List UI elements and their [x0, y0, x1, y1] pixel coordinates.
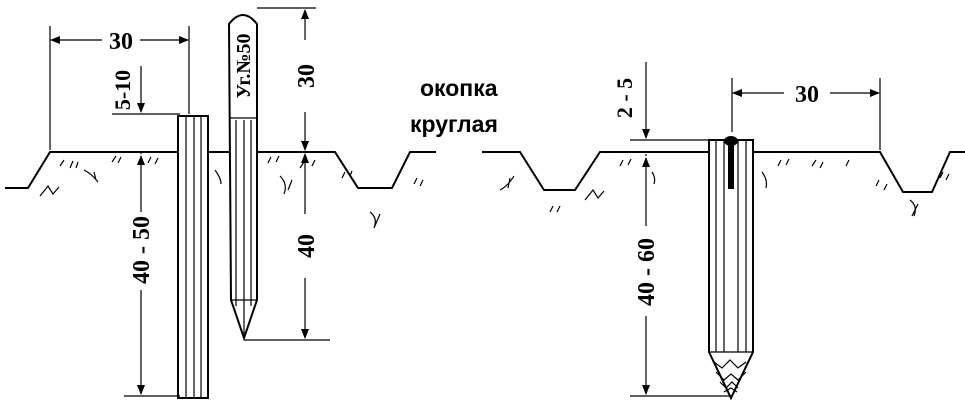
- left-spacing-value: 30: [109, 29, 133, 55]
- left-ground-profile: [5, 151, 436, 189]
- right-above-dimension: [630, 62, 708, 156]
- left-stake: [177, 115, 209, 399]
- left-peg-above-dimension: [257, 7, 316, 151]
- left-peg-depth-dimension: [244, 153, 330, 341]
- left-stake-depth-dimension: [124, 155, 180, 397]
- left-spacing-dimension: [49, 26, 190, 150]
- left-stake-depth-value: 40 - 50: [129, 216, 155, 284]
- right-grass-marks: [499, 158, 950, 217]
- caption-line-2: круглая: [410, 111, 498, 137]
- right-spacing-dimension: [731, 78, 881, 150]
- left-stake-above-dimension: [112, 66, 180, 154]
- right-spacing-value: 30: [795, 82, 819, 108]
- right-depth-value: 40 - 60: [634, 238, 660, 306]
- right-depth-dimension: [630, 157, 730, 397]
- left-peg-depth-value: 40: [294, 234, 320, 258]
- right-stake: [708, 139, 754, 401]
- right-above-value: 2 - 5: [612, 78, 637, 118]
- caption-line-1: окопка: [420, 75, 498, 101]
- left-peg-above-value: 30: [294, 64, 320, 88]
- left-marker-peg: [227, 14, 258, 342]
- left-stake-above-value: 5-10: [110, 70, 135, 110]
- peg-label: Уг.№50: [233, 34, 255, 99]
- nail-head-icon: [724, 136, 738, 189]
- left-grass-marks: [39, 155, 424, 229]
